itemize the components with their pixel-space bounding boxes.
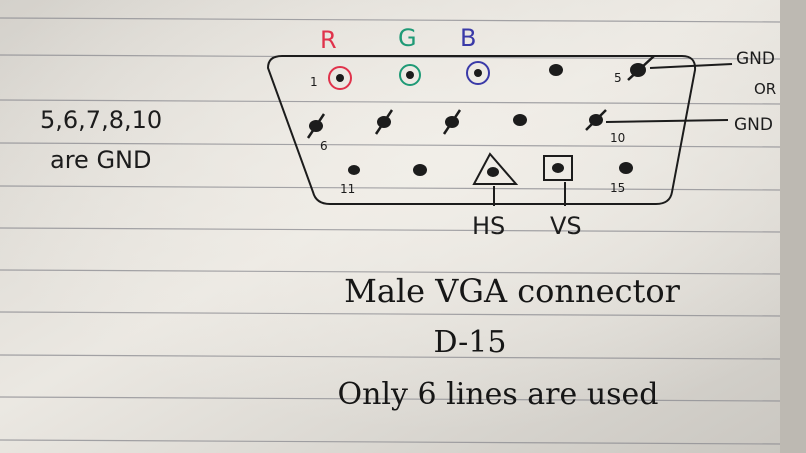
pin-7-gnd-mark [374,109,394,135]
pin-2 [406,71,414,79]
pin-12 [413,164,427,176]
pin-9 [513,114,527,126]
connector-shell [266,55,697,205]
ruled-line [0,269,781,275]
label-green: G [398,24,417,52]
ruled-lines [0,17,781,445]
pin-5-gnd-mark [627,55,655,81]
pin-number-11: 11 [340,182,355,196]
pin-2-green-ring [399,64,421,86]
pin-number-15: 15 [610,181,625,195]
pin-3-blue-ring [466,61,490,85]
pin-number-10: 10 [610,131,625,145]
pin-15 [619,162,633,174]
gnd-leader-bottom [605,119,729,123]
ruled-line [0,142,781,148]
pin-14 [552,163,564,173]
vs-label: VS [550,212,582,240]
gnd-label-top: GND [736,49,775,69]
side-note-gnd: are GND [50,146,151,174]
ruled-line [0,185,781,191]
pin-14-vs-square [543,155,573,181]
or-label: OR [754,80,776,98]
pin-10-gnd-mark [585,109,607,131]
gnd-label-bottom: GND [734,115,773,135]
pin-number-5: 5 [614,71,622,85]
ruled-line [0,99,781,105]
page-edge [780,0,806,453]
pin-1 [336,74,344,82]
ruled-line [0,227,781,233]
pin-number-1: 1 [310,75,318,89]
pin-13-hs-triangle [472,152,519,185]
ruled-line [0,439,781,445]
caption-note: Only 6 lines are used [337,377,658,412]
pin-1-red-ring [328,66,352,90]
pin-4 [549,64,563,76]
ruled-line [0,396,781,402]
ruled-line [0,311,781,317]
caption-subtitle: D-15 [434,325,507,360]
pin-11 [348,165,360,175]
pin-3 [474,69,482,77]
label-red: R [320,26,337,54]
gnd-leader-top [649,63,733,69]
pin-8-gnd-mark [442,109,462,135]
label-blue: B [460,24,476,52]
pin-13 [487,167,499,177]
side-note-pins: 5,6,7,8,10 [40,106,162,134]
ruled-line [0,17,781,23]
ruled-line [0,354,781,360]
pin-number-6: 6 [320,139,328,153]
hs-label: HS [472,212,505,240]
pin-6-gnd-mark [306,113,326,139]
caption-title: Male VGA connector [344,272,681,310]
